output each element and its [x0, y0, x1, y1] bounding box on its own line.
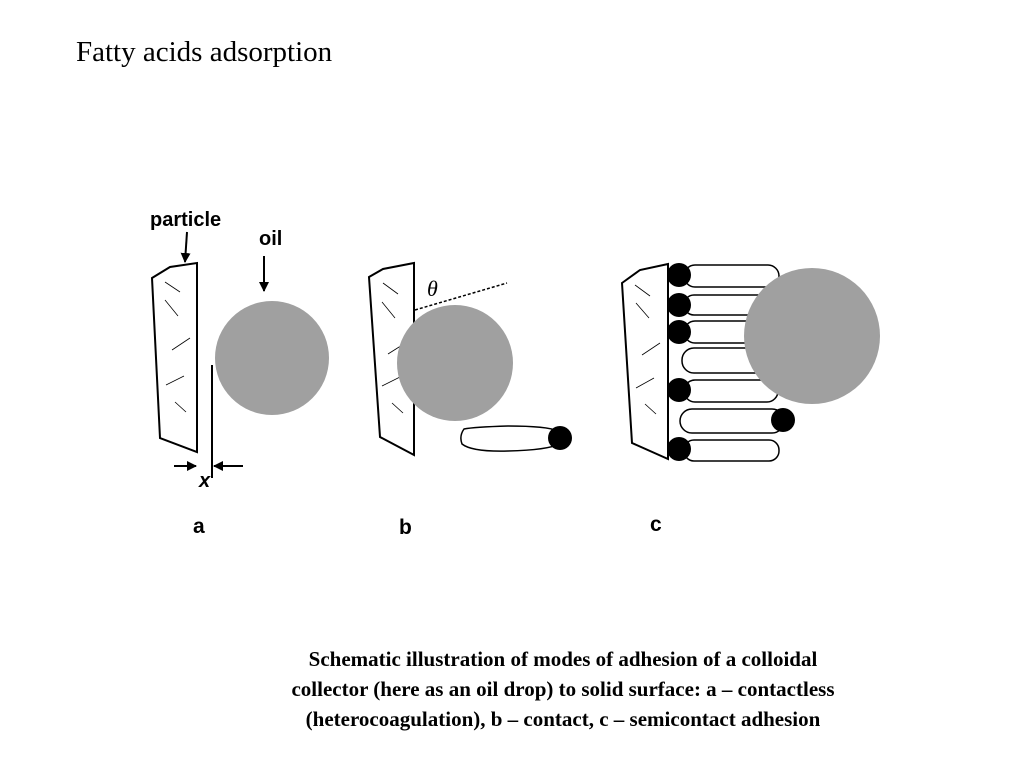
- panel-b-label: b: [399, 516, 412, 539]
- panel-c-label: c: [650, 513, 662, 536]
- particle-arrow: [180, 231, 191, 263]
- gap-x-label: x: [198, 470, 211, 492]
- caption-line-3: (heterocoagulation), b – contact, c – se…: [305, 707, 821, 731]
- particle-label: particle: [150, 209, 221, 231]
- slide-title: Fatty acids adsorption: [76, 36, 333, 68]
- solid-particle-c: [620, 262, 669, 461]
- oil-label: oil: [259, 228, 282, 250]
- panel-b: θ b: [367, 261, 572, 539]
- solid-particle-a: [150, 261, 198, 454]
- panel-a: particle oil x a: [150, 209, 329, 538]
- oil-drop-b: [397, 305, 513, 421]
- contact-angle-tangent: [414, 282, 508, 311]
- fatty-acid-molecule-b: [460, 425, 572, 452]
- caption-line-1: Schematic illustration of modes of adhes…: [308, 647, 818, 671]
- oil-drop-a: [215, 301, 329, 415]
- figure-caption: Schematic illustration of modes of adhes…: [200, 644, 926, 734]
- oil-drop-c: [744, 268, 880, 404]
- panel-c: c: [620, 262, 880, 536]
- panel-a-label: a: [193, 515, 205, 538]
- caption-line-2: collector (here as an oil drop) to solid…: [291, 677, 835, 701]
- contact-angle-label: θ: [427, 276, 438, 301]
- fatty-acid-heads-c: [667, 263, 795, 461]
- adhesion-diagram: particle oil x a: [150, 209, 880, 539]
